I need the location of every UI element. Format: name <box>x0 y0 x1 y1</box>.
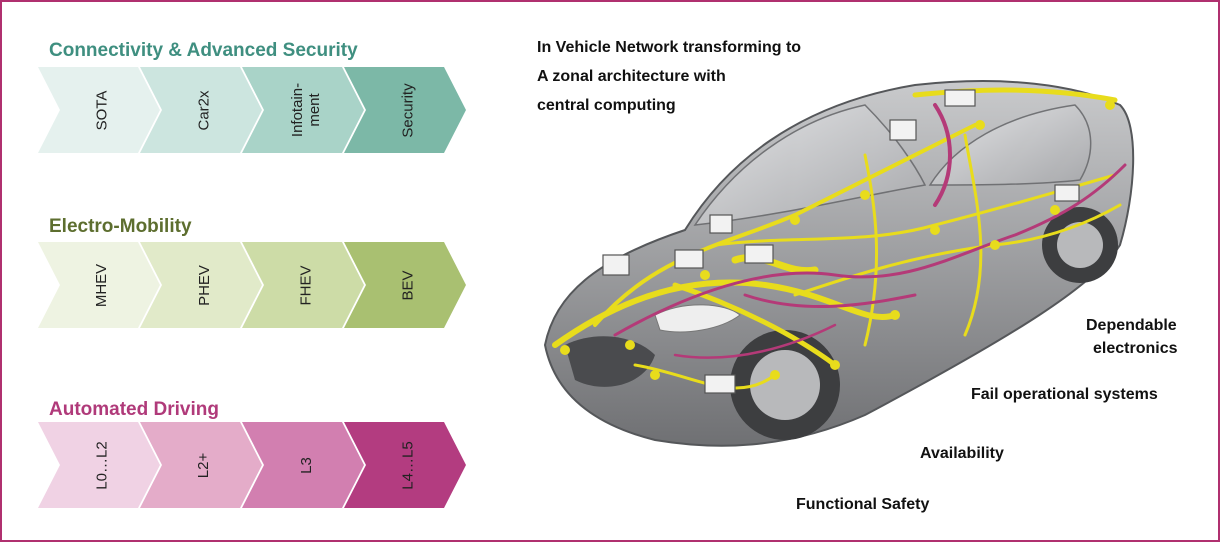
step-label: L3 <box>297 456 315 474</box>
chevron-row-electro-mobility: MHEV PHEV FHEV BEV <box>38 242 468 328</box>
section-title-connectivity: Connectivity & Advanced Security <box>49 40 358 61</box>
attr-dependable: Dependable <box>1086 317 1177 334</box>
attr-availability: Availability <box>920 445 1004 462</box>
chevron-fhev <box>242 242 364 328</box>
car-illustration <box>535 45 1145 465</box>
step-label: L4…L5 <box>399 440 417 490</box>
chevron-l2-plus <box>140 422 262 508</box>
section-title-electro-mobility: Electro-Mobility <box>49 216 192 237</box>
chevron-l3 <box>242 422 364 508</box>
headline-line: central computing <box>537 97 676 114</box>
chevron-shapes <box>38 422 466 508</box>
chevron-l4-l5 <box>344 422 466 508</box>
step-label: Car2x <box>195 89 213 131</box>
chevron-row-connectivity: SOTA Car2x Infotain- ment Security <box>38 67 468 153</box>
ecu-boxes <box>602 89 1080 394</box>
chevron-shapes <box>38 67 466 153</box>
step-label: L2+ <box>195 452 213 478</box>
attr-electronics: electronics <box>1093 340 1178 357</box>
step-label: BEV <box>399 269 417 301</box>
chevron-sota <box>38 67 160 153</box>
car-wiring-icon <box>543 80 1135 447</box>
section-title-automated-driving: Automated Driving <box>49 399 219 420</box>
magenta-wiring <box>613 103 1127 359</box>
chevron-mhev <box>38 242 160 328</box>
chevron-infotainment <box>242 67 364 153</box>
chevron-shapes <box>38 242 466 328</box>
step-label: L0…L2 <box>93 440 111 490</box>
headlight <box>654 304 741 333</box>
step-label: MHEV <box>93 263 111 307</box>
chevron-row-automated-driving: L0…L2 L2+ L3 L4…L5 <box>38 422 468 508</box>
chevron-car2x <box>140 67 262 153</box>
chevron-phev <box>140 242 262 328</box>
step-label: FHEV <box>297 264 315 306</box>
chevron-l0-l2 <box>38 422 160 508</box>
connector-dots <box>560 100 1115 380</box>
headline-line: A zonal architecture with <box>537 68 726 85</box>
step-label: Infotain- ment <box>288 82 323 138</box>
headline-line: In Vehicle Network transforming to <box>537 39 802 56</box>
step-label: PHEV <box>195 264 213 306</box>
attr-functional-safety: Functional Safety <box>796 496 930 513</box>
step-label: SOTA <box>93 90 111 130</box>
attr-fail-operational: Fail operational systems <box>971 386 1158 403</box>
chevron-security <box>344 67 466 153</box>
chevron-bev <box>344 242 466 328</box>
headline: In Vehicle Network transforming to A zon… <box>537 33 801 120</box>
step-label: Security <box>399 82 417 138</box>
